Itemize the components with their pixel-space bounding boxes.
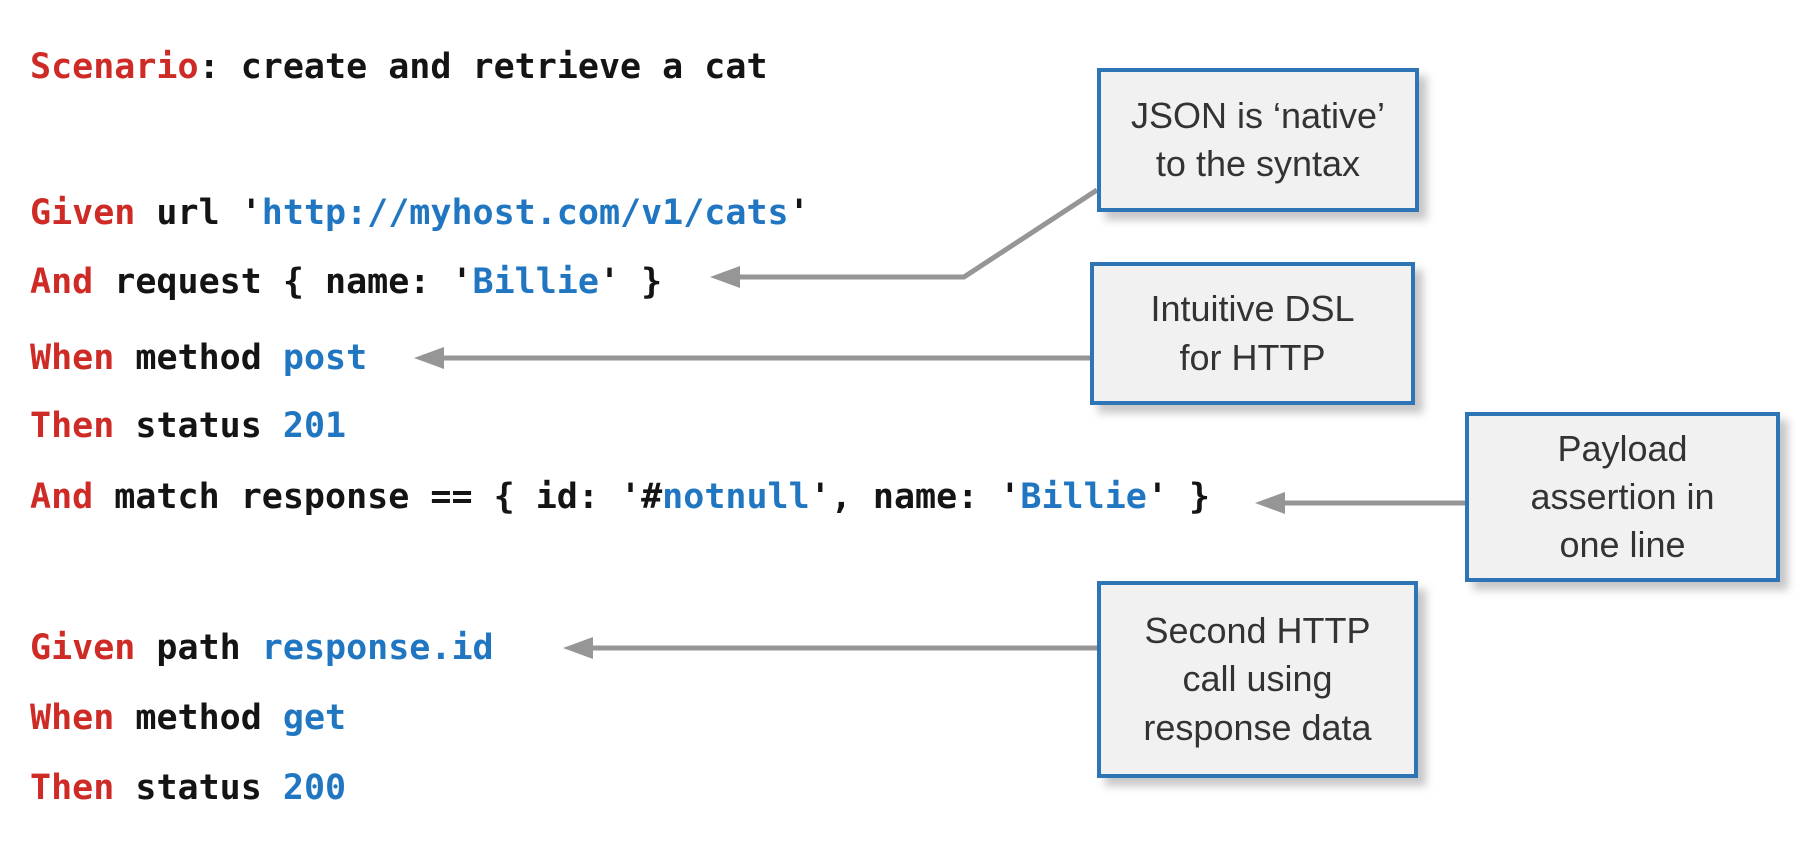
code-segment-plain: : create and retrieve a cat <box>198 47 768 87</box>
code-segment-value: http://myhost.com/v1/cats <box>261 193 789 233</box>
callout-intuitive-dsl: Intuitive DSL for HTTP <box>1090 262 1415 405</box>
code-line: Then status 201 <box>30 405 346 447</box>
code-segment-keyword: When <box>30 698 115 738</box>
code-segment-value: Billie <box>472 262 599 302</box>
code-segment-plain: ' <box>788 193 810 233</box>
code-segment-plain: ' } <box>1146 477 1211 517</box>
code-line: Then status 200 <box>30 767 346 809</box>
code-segment-keyword: When <box>30 338 115 378</box>
code-segment-value: post <box>282 338 368 378</box>
code-segment-plain: ' } <box>598 262 663 302</box>
code-segment-plain: url ' <box>135 193 262 233</box>
code-segment-value: 200 <box>282 768 347 808</box>
code-segment-value: 201 <box>282 406 347 446</box>
code-line: Given path response.id <box>30 627 494 669</box>
code-segment-plain: path <box>135 628 262 668</box>
code-segment-keyword: And <box>30 262 94 302</box>
code-segment-plain: ', name: ' <box>809 477 1021 517</box>
code-line: And match response == { id: '#notnull', … <box>30 476 1210 518</box>
code-segment-value: response.id <box>261 628 494 668</box>
code-segment-keyword: Given <box>30 628 136 668</box>
code-segment-plain: status <box>114 768 283 808</box>
code-segment-plain: method <box>114 698 283 738</box>
code-line: Scenario: create and retrieve a cat <box>30 46 768 88</box>
code-segment-value: notnull <box>662 477 810 517</box>
code-line: Given url 'http://myhost.com/v1/cats' <box>30 192 810 234</box>
callout-json-native: JSON is ‘native’ to the syntax <box>1097 68 1419 212</box>
code-line: And request { name: 'Billie' } <box>30 261 662 303</box>
code-segment-plain: status <box>114 406 283 446</box>
callout-payload-assertion: Payload assertion in one line <box>1465 412 1780 582</box>
callout-second-http-call: Second HTTP call using response data <box>1097 581 1418 778</box>
code-line: When method post <box>30 337 367 379</box>
code-segment-keyword: Given <box>30 193 136 233</box>
code-line: When method get <box>30 697 346 739</box>
code-segment-value: Billie <box>1020 477 1147 517</box>
code-segment-value: get <box>282 698 347 738</box>
code-segment-plain: request { name: ' <box>93 262 473 302</box>
code-segment-keyword: Then <box>30 768 115 808</box>
code-segment-keyword: Then <box>30 406 115 446</box>
code-segment-plain: match response == { id: '# <box>93 477 663 517</box>
code-segment-plain: method <box>114 338 283 378</box>
code-segment-keyword: Scenario <box>30 47 199 87</box>
code-segment-keyword: And <box>30 477 94 517</box>
